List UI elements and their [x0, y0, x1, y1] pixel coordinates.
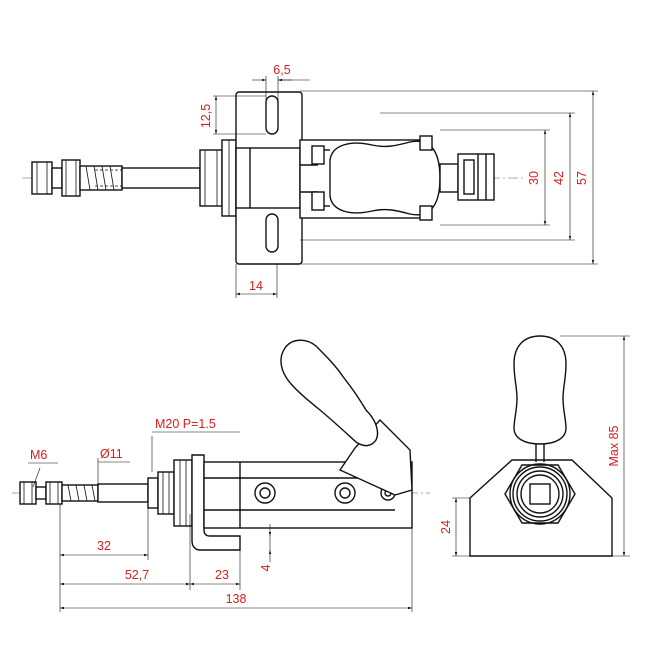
top-view: 30 42 57 6,5 12,5 14	[22, 63, 598, 298]
top-slot-upper	[265, 95, 279, 135]
dim-overall-length: 138	[226, 592, 247, 606]
label-thread-large: M20 P=1.5	[155, 417, 216, 431]
top-base-plate	[235, 91, 303, 265]
dim-mid-height: 42	[552, 171, 566, 185]
dim-base-length: 23	[215, 568, 229, 582]
front-handle-grip	[513, 335, 567, 445]
side-view: 32 52,7 23 4 138 M6 Ø11 M20 P=1.5	[12, 339, 430, 612]
side-plunger-rod	[97, 483, 149, 503]
dim-max-height: Max 85	[607, 425, 621, 466]
dim-slot-width: 6,5	[273, 63, 290, 77]
top-end-clevis	[439, 153, 495, 201]
dim-base-thickness: 4	[259, 564, 273, 571]
dim-rod-length: 32	[97, 539, 111, 553]
side-threaded-tip	[19, 481, 99, 505]
label-thread-small: M6	[30, 448, 47, 462]
side-handle-grip	[280, 339, 379, 447]
side-mount-nut	[147, 459, 193, 527]
top-handle-grip	[311, 135, 441, 221]
dim-front-base-height: 24	[439, 520, 453, 534]
top-plunger-rod	[121, 167, 201, 189]
dim-base-depth: 14	[249, 279, 263, 293]
dim-inner-height: 30	[527, 171, 541, 185]
top-slot-lower	[265, 213, 279, 253]
dim-to-nut: 52,7	[125, 568, 149, 582]
side-handle-link	[338, 418, 413, 496]
dim-outer-height: 57	[575, 171, 589, 185]
top-mount-nut	[199, 139, 237, 217]
top-threaded-tip	[31, 159, 123, 197]
front-view: 24 Max 85	[439, 335, 630, 557]
dim-slot-height: 12,5	[199, 104, 213, 128]
label-rod-diameter: Ø11	[100, 447, 123, 461]
front-hex-nut	[504, 463, 576, 525]
